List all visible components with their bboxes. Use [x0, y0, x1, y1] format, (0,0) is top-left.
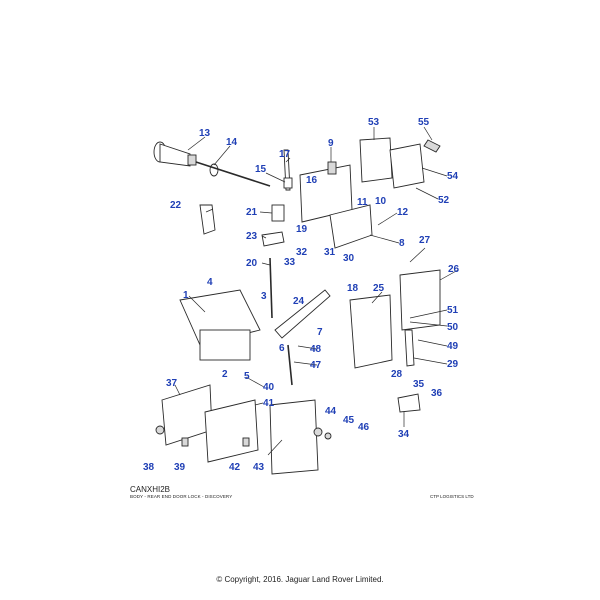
tab: [199, 204, 216, 235]
bracket-clip: [327, 161, 337, 175]
lock-housing: [329, 204, 373, 249]
callout-47: 47: [310, 360, 322, 371]
callout-1: 1: [183, 290, 189, 301]
callout-3: 3: [261, 291, 267, 302]
callout-8: 8: [399, 238, 405, 249]
callout-41: 41: [263, 398, 275, 409]
rod-47: [287, 344, 293, 386]
striker-plate: [359, 137, 393, 183]
lever: [274, 289, 331, 339]
callout-17: 17: [279, 149, 291, 160]
sheet-description: BODY - REAR END DOOR LOCK - DISCOVERY: [130, 494, 233, 499]
callout-labels: 13 14 53 55 9 17 15 16 54 10 52 22 11 12…: [143, 117, 460, 473]
screw-42: [242, 437, 250, 447]
callout-55: 55: [418, 117, 430, 128]
callout-21: 21: [246, 207, 258, 218]
callout-42: 42: [229, 462, 241, 473]
callout-45: 45: [343, 415, 355, 426]
callout-33: 33: [284, 257, 296, 268]
callout-19: 19: [296, 224, 308, 235]
copyright-notice: © Copyright, 2016. Jaguar Land Rover Lim…: [216, 575, 384, 584]
callout-12: 12: [397, 207, 409, 218]
button: [271, 204, 285, 222]
boot: [269, 399, 319, 475]
latch: [349, 294, 393, 369]
screw: [423, 139, 441, 153]
gasket-outer: [161, 384, 213, 446]
striker-plate-2: [389, 143, 425, 189]
callout-51: 51: [447, 305, 459, 316]
clip: [283, 177, 293, 189]
callout-5: 5: [244, 371, 250, 382]
callout-7: 7: [317, 327, 323, 338]
callout-23: 23: [246, 231, 258, 242]
nut: [324, 432, 332, 440]
callout-30: 30: [343, 253, 355, 264]
callout-20: 20: [246, 258, 258, 269]
callout-6: 6: [279, 343, 285, 354]
callout-46: 46: [358, 422, 370, 433]
screw-39: [181, 437, 189, 447]
pull: [404, 329, 415, 367]
callout-10: 10: [375, 196, 387, 207]
callout-27: 27: [419, 235, 431, 246]
callout-48: 48: [310, 344, 322, 355]
callout-28: 28: [391, 369, 403, 380]
callout-24: 24: [293, 296, 305, 307]
rod: [269, 257, 273, 319]
callout-4: 4: [207, 277, 213, 288]
handle-base: [199, 329, 251, 361]
callout-16: 16: [306, 175, 318, 186]
callout-44: 44: [325, 406, 337, 417]
callout-22: 22: [170, 200, 182, 211]
leader-lines: [174, 126, 459, 456]
callout-52: 52: [438, 195, 450, 206]
callout-26: 26: [448, 264, 460, 275]
callout-13: 13: [199, 128, 211, 139]
callout-50: 50: [447, 322, 459, 333]
sheet-code: CANXHI2B: [130, 485, 171, 494]
callout-43: 43: [253, 462, 265, 473]
washer: [313, 427, 323, 437]
callout-34: 34: [398, 429, 410, 440]
callout-36: 36: [431, 388, 443, 399]
mounting-plate: [399, 269, 441, 331]
callout-9: 9: [328, 138, 334, 149]
callout-2: 2: [222, 369, 228, 380]
callout-37: 37: [166, 378, 178, 389]
callout-40: 40: [263, 382, 275, 393]
callout-18: 18: [347, 283, 359, 294]
callout-35: 35: [413, 379, 425, 390]
callout-32: 32: [296, 247, 308, 258]
barrel-rod: [195, 161, 271, 187]
callout-31: 31: [324, 247, 336, 258]
part-illustrations: [153, 137, 441, 475]
screw-38: [155, 425, 165, 435]
callout-49: 49: [447, 341, 459, 352]
callout-11: 11: [357, 197, 368, 208]
bezel: [261, 231, 285, 247]
callout-15: 15: [255, 164, 267, 175]
lock-barrel: [153, 141, 197, 167]
callout-25: 25: [373, 283, 385, 294]
plate-small: [397, 393, 421, 413]
callout-54: 54: [447, 171, 459, 182]
callout-29: 29: [447, 359, 459, 370]
supplier-credit: CTP LOGISTICS LTD: [430, 494, 474, 499]
callout-14: 14: [226, 137, 238, 148]
callout-39: 39: [174, 462, 186, 473]
callout-38: 38: [143, 462, 155, 473]
callout-53: 53: [368, 117, 380, 128]
gasket-inner: [204, 399, 259, 463]
